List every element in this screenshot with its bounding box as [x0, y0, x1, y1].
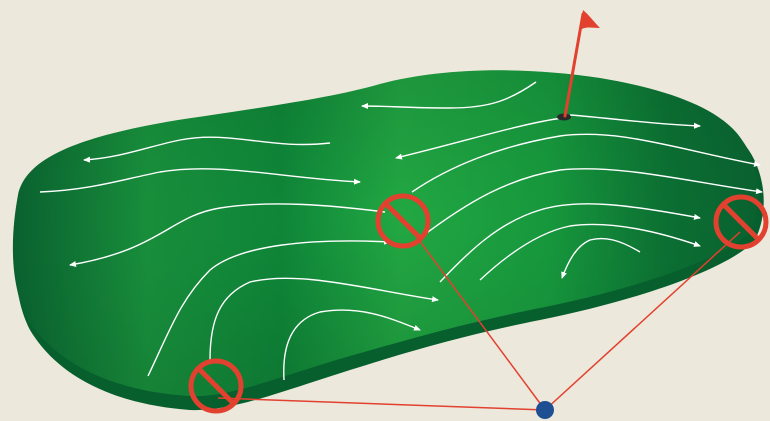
- aim-line-left: [218, 398, 545, 410]
- flag-icon: [580, 10, 600, 30]
- ball-icon: [536, 401, 554, 419]
